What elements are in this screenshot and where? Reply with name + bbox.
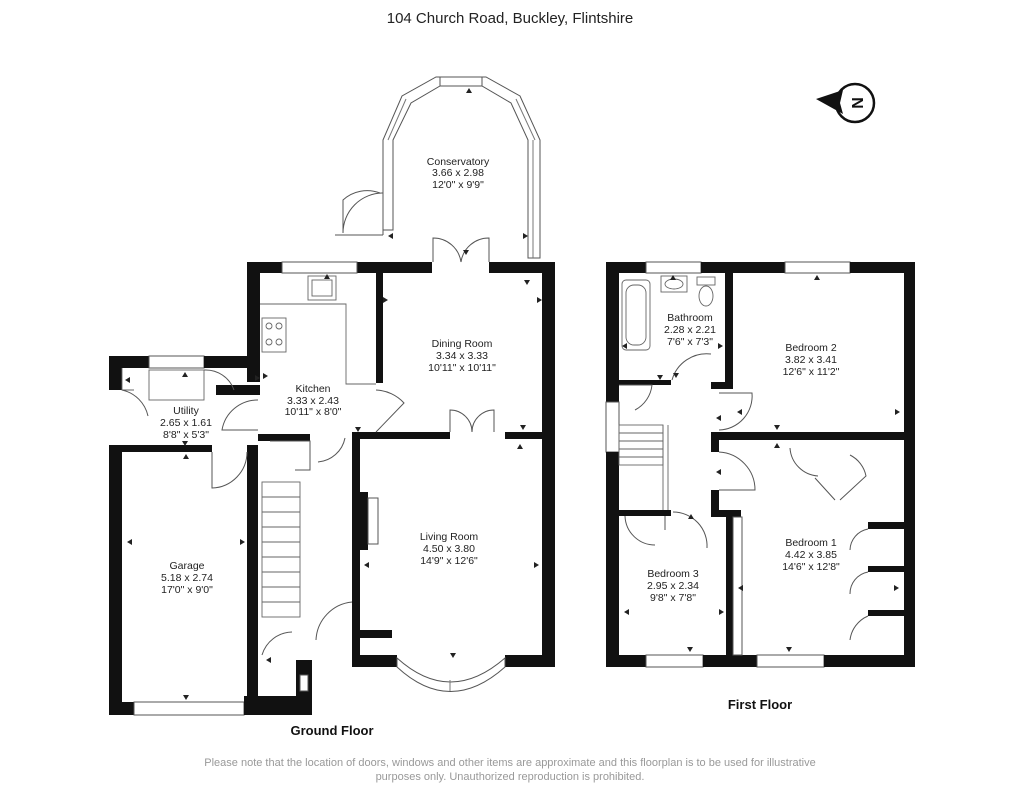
utility-fixtures — [121, 368, 260, 489]
room-metric: 5.18 x 2.74 — [161, 572, 213, 584]
first-floor-plan — [605, 261, 915, 668]
room-label-kitchen: Kitchen 3.33 x 2.43 10'11" x 8'0" — [285, 383, 342, 418]
room-metric: 4.42 x 3.85 — [785, 549, 837, 561]
room-name: Bedroom 2 — [785, 342, 837, 354]
ground-floor-plan — [109, 76, 555, 716]
measurement-markers-ground — [125, 88, 542, 700]
room-label-bedroom3: Bedroom 3 2.95 x 2.34 9'8" x 7'8" — [647, 568, 699, 604]
room-imperial: 10'11" x 10'11" — [428, 362, 496, 374]
kitchen-fixtures — [221, 275, 495, 433]
room-metric: 3.34 x 3.33 — [436, 350, 488, 362]
floor-caption-ground: Ground Floor — [290, 723, 373, 738]
room-imperial: 9'8" x 7'8" — [650, 592, 696, 604]
room-label-garage: Garage 5.18 x 2.74 17'0" x 9'0" — [161, 560, 213, 596]
floor-caption-first: First Floor — [728, 697, 792, 712]
room-label-conservatory: Conservatory 3.66 x 2.98 12'0" x 9'9" — [427, 156, 490, 191]
room-name: Kitchen — [295, 383, 330, 395]
room-label-utility: Utility 2.65 x 1.61 8'8" x 5'3" — [160, 405, 212, 441]
room-imperial: 10'11" x 8'0" — [285, 406, 342, 418]
room-metric: 2.65 x 1.61 — [160, 417, 212, 429]
room-label-bedroom1: Bedroom 1 4.42 x 3.85 14'6" x 12'8" — [782, 537, 840, 573]
disclaimer-line-2: purposes only. Unauthorized reproduction… — [376, 771, 645, 783]
room-name: Bedroom 3 — [647, 568, 699, 580]
room-metric: 3.66 x 2.98 — [432, 167, 484, 179]
room-label-bedroom2: Bedroom 2 3.82 x 3.41 12'6" x 11'2" — [783, 342, 840, 378]
room-imperial: 7'6" x 7'3" — [667, 336, 713, 348]
measurement-markers-first — [622, 275, 900, 652]
first-floor-walls — [605, 261, 915, 668]
room-metric: 4.50 x 3.80 — [423, 543, 475, 555]
room-imperial: 14'9" x 12'6" — [420, 555, 478, 567]
ground-floor-walls — [109, 261, 555, 716]
room-imperial: 8'8" x 5'3" — [163, 429, 209, 441]
room-metric: 3.82 x 3.41 — [785, 354, 837, 366]
page-title: 104 Church Road, Buckley, Flintshire — [387, 10, 634, 27]
room-name: Conservatory — [427, 156, 490, 168]
room-metric: 2.95 x 2.34 — [647, 580, 699, 592]
room-metric: 2.28 x 2.21 — [664, 324, 716, 336]
room-label-dining: Dining Room 3.34 x 3.33 10'11" x 10'11" — [428, 338, 496, 374]
first-floor-fixtures — [618, 275, 869, 641]
room-imperial: 12'0" x 9'9" — [432, 179, 484, 191]
room-imperial: 17'0" x 9'0" — [161, 584, 213, 596]
room-label-living: Living Room 4.50 x 3.80 14'9" x 12'6" — [420, 531, 479, 567]
stairs — [261, 437, 353, 656]
north-arrow-icon: N — [816, 82, 876, 124]
room-name: Bedroom 1 — [785, 537, 837, 549]
room-imperial: 12'6" x 11'2" — [783, 366, 840, 378]
conservatory-walls — [335, 76, 541, 263]
room-name: Living Room — [420, 531, 479, 543]
room-label-bathroom: Bathroom 2.28 x 2.21 7'6" x 7'3" — [664, 312, 716, 348]
room-metric: 3.33 x 2.43 — [287, 395, 339, 407]
room-imperial: 14'6" x 12'8" — [782, 561, 840, 573]
room-name: Bathroom — [667, 312, 713, 324]
compass-letter: N — [850, 97, 867, 109]
room-name: Dining Room — [432, 338, 493, 350]
room-name: Garage — [169, 560, 204, 572]
room-name: Utility — [173, 405, 199, 417]
disclaimer-line-1: Please note that the location of doors, … — [204, 757, 815, 769]
